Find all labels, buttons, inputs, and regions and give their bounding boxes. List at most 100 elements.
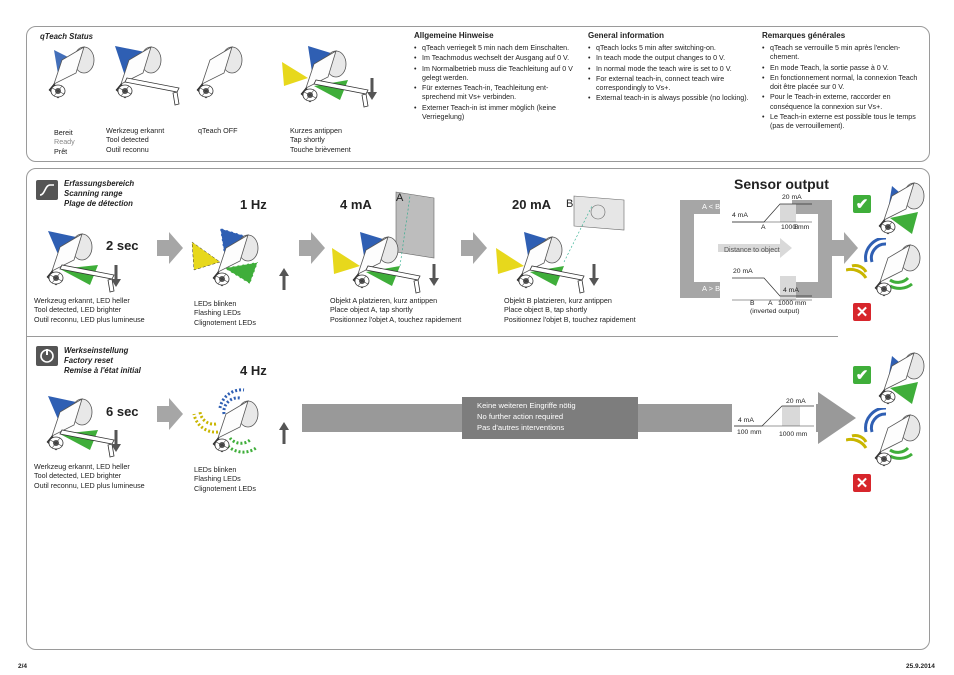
fail-cross-icon: ✕ xyxy=(853,474,871,492)
reset-graph-x1: 100 mm xyxy=(737,429,762,436)
reset-hold-time: 6 sec xyxy=(106,404,139,419)
result-sensor-ok-illustration xyxy=(878,182,925,235)
reset-step1-caption: Werkzeug erkannt, LED heller Tool detect… xyxy=(34,462,145,490)
scan-4ma: 4 mA xyxy=(340,197,372,212)
state-tool-en: Tool detected xyxy=(106,135,149,145)
state-off-caption: qTeach OFF xyxy=(198,126,238,135)
scan-title-en: Scanning range xyxy=(64,189,123,198)
state-ready-fr: Prêt xyxy=(54,146,68,156)
notes-de-item: Im Teachmodus wechselt der Ausgang auf 0… xyxy=(414,54,574,64)
scan-title-de: Erfassungsbereich xyxy=(64,179,135,188)
reset-graph-bg xyxy=(732,398,816,438)
scan-step3-illustration xyxy=(332,191,439,294)
scan-step1-de: Werkzeug erkannt, LED heller xyxy=(34,296,130,305)
reset-step2-caption: LEDs blinken Flashing LEDs Clignotement … xyxy=(194,465,256,493)
flow-arrow xyxy=(157,398,183,430)
state-ready-en: Ready xyxy=(54,137,75,147)
reset-step1-en: Tool detected, LED brighter xyxy=(34,471,122,481)
notes-fr-item: Pour le Teach-in externe, raccorder en c… xyxy=(762,93,922,112)
reset-step2-illustration xyxy=(192,388,289,454)
state-tool-fr: Outil reconnu xyxy=(106,144,149,154)
reset-graph-x2: 1000 mm xyxy=(779,431,808,438)
notes-en: General information qTeach locks 5 min a… xyxy=(588,31,750,105)
result-sensor-flashing-illustration xyxy=(846,238,921,297)
ok-check-icon: ✔ xyxy=(853,366,871,384)
output-graph-normal xyxy=(732,203,812,223)
notes-de-heading: Allgemeine Hinweise xyxy=(414,31,494,40)
notes-en-item: For external teach-in, connect teach wir… xyxy=(588,75,750,94)
graph1-x2: B xyxy=(794,224,799,231)
notes-en-item: In normal mode the teach wire is set to … xyxy=(588,65,750,75)
reset-frequency: 4 Hz xyxy=(240,363,267,378)
sensor-output-title: Sensor output xyxy=(734,176,829,192)
graph1-low: 4 mA xyxy=(732,212,748,219)
notes-fr-item: Le Teach-in externe est possible tous le… xyxy=(762,113,922,132)
reset-title: Werkseinstellung Factory reset Remise à … xyxy=(64,346,141,376)
scan-icon xyxy=(36,180,58,200)
reset-step1-fr: Outil reconnu, LED plus lumineuse xyxy=(34,480,145,490)
reset-banner-fr: Pas d'autres interventions xyxy=(477,423,565,432)
notes-de: Allgemeine Hinweise qTeach verriegelt 5 … xyxy=(414,31,574,123)
reset-icon xyxy=(36,346,58,366)
graph2-x3: 1000 mm xyxy=(778,300,807,307)
reset-step1-de: Werkzeug erkannt, LED heller xyxy=(34,462,130,471)
notes-en-item: External teach-in is always possible (no… xyxy=(588,94,750,104)
reset-result-sensor-ok-illustration xyxy=(878,352,925,405)
scan-step4-fr: Positionnez l'objet B, touchez rapidemen… xyxy=(504,314,636,324)
ok-check-icon: ✔ xyxy=(853,195,871,213)
notes-fr: Remarques générales qTeach se verrouille… xyxy=(762,31,922,133)
notes-fr-item: En fonctionnement normal, la connexion T… xyxy=(762,74,922,93)
graph2-x2: A xyxy=(768,300,773,307)
notes-en-heading: General information xyxy=(588,31,665,40)
sensor-off-illustration xyxy=(196,46,243,99)
notes-fr-item: En mode Teach, la sortie passe à 0 V. xyxy=(762,64,922,74)
sensor-tap-illustration xyxy=(282,46,377,108)
reset-title-fr: Remise à l'état initial xyxy=(64,366,141,375)
scan-step2-fr: Clignotement LEDs xyxy=(194,317,256,327)
notes-de-item: Für externes Teach-in, Teachleitung ent-… xyxy=(414,84,574,103)
scan-step2-en: Flashing LEDs xyxy=(194,308,241,318)
reset-title-de: Werkseinstellung xyxy=(64,346,129,355)
state-tool-caption: Werkzeug erkannt Tool detected Outil rec… xyxy=(106,126,164,154)
reset-banner-en: No further action required xyxy=(477,412,564,421)
scan-step3-fr: Positionnez l'objet A, touchez rapidemen… xyxy=(330,314,462,324)
scan-title: Erfassungsbereich Scanning range Plage d… xyxy=(64,179,134,209)
reset-step2-de: LEDs blinken xyxy=(194,465,237,474)
notes-fr-item: qTeach se verrouille 5 min après l'encle… xyxy=(762,44,922,63)
reset-step2-en: Flashing LEDs xyxy=(194,474,241,484)
scan-step1-fr: Outil reconnu, LED plus lumineuse xyxy=(34,314,145,324)
page-number: 2/4 xyxy=(18,663,28,670)
scan-step2-caption: LEDs blinken Flashing LEDs Clignotement … xyxy=(194,299,256,327)
state-ready-caption: Bereit Ready Prêt xyxy=(54,128,75,156)
reset-graph-low: 4 mA xyxy=(738,417,754,424)
state-ready-de: Bereit xyxy=(54,128,73,137)
graph1-top: 20 mA xyxy=(782,194,802,201)
sensor-output-frame xyxy=(680,200,832,298)
scan-20ma: 20 mA xyxy=(512,197,552,212)
graph2-low: 4 mA xyxy=(783,287,799,294)
scan-hold-time: 2 sec xyxy=(106,238,139,253)
reset-banner-box xyxy=(462,397,638,439)
state-tap-de: Kurzes antippen xyxy=(290,126,342,135)
panel-divider xyxy=(26,336,838,337)
output-graph-inverted xyxy=(732,276,812,301)
scan-step2-illustration xyxy=(191,227,289,290)
object-a-label: A xyxy=(396,192,404,204)
flow-arrow xyxy=(461,232,487,264)
object-b-label: B xyxy=(566,198,574,210)
case-a-less-b: A < B xyxy=(702,202,721,211)
state-tap-caption: Kurzes antippen Tap shortly Touche brièv… xyxy=(290,126,351,154)
graph1-x3: 1000 mm xyxy=(781,224,810,231)
reset-result-sensor-flashing-illustration xyxy=(846,408,921,467)
reset-banner-text: Keine weiteren Eingriffe nötig No furthe… xyxy=(477,400,576,433)
scan-step3-de: Objekt A platzieren, kurz antippen xyxy=(330,296,438,305)
scan-step1-caption: Werkzeug erkannt, LED heller Tool detect… xyxy=(34,296,145,324)
distance-label: Distance to object xyxy=(724,247,780,254)
state-tap-fr: Touche brièvement xyxy=(290,144,351,154)
notes-de-item: Externer Teach-in ist immer möglich (kei… xyxy=(414,104,574,123)
scan-frequency: 1 Hz xyxy=(240,197,267,212)
graph2-note: (inverted output) xyxy=(750,308,800,315)
flow-arrow xyxy=(157,232,183,264)
state-tap-en: Tap shortly xyxy=(290,135,325,145)
scan-step2-de: LEDs blinken xyxy=(194,299,237,308)
